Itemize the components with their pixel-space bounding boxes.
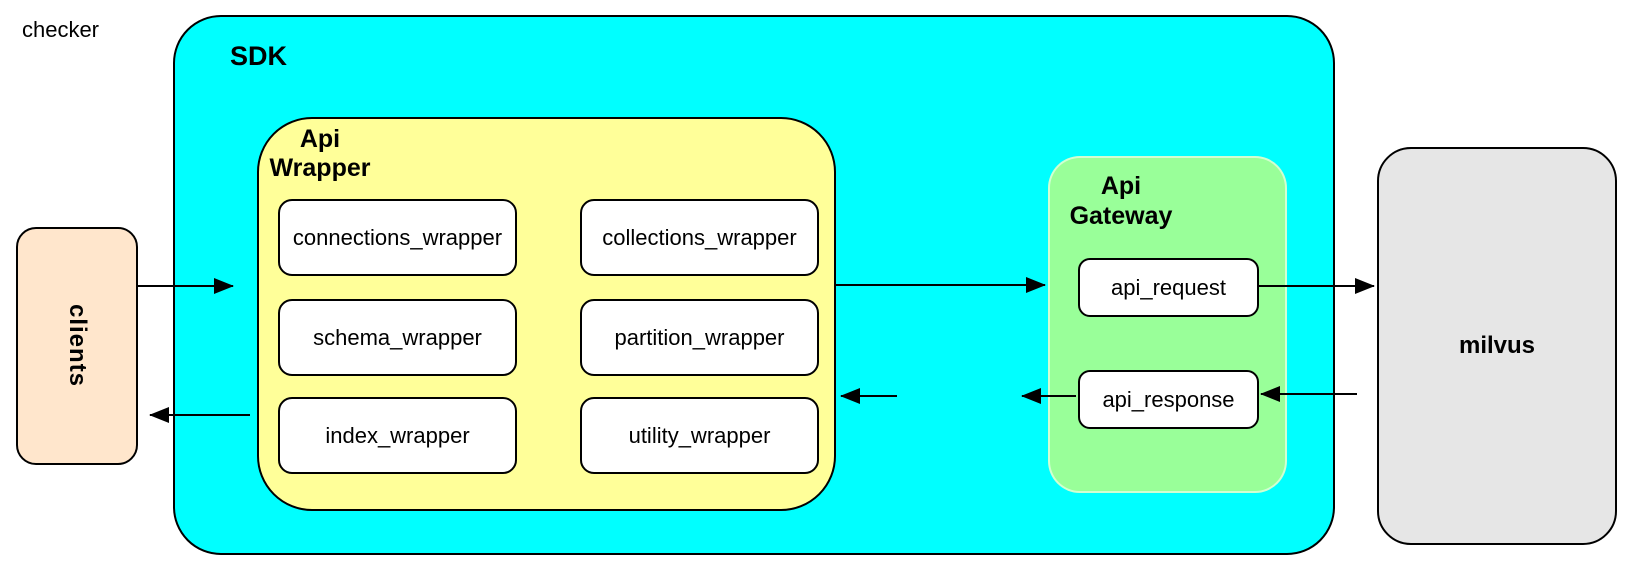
wrapper-box-utility-wrapper: utility_wrapper xyxy=(580,397,819,474)
milvus-label: milvus xyxy=(1458,332,1536,359)
gateway-box-label: api_request xyxy=(1111,274,1226,300)
wrapper-box-label: index_wrapper xyxy=(325,422,470,448)
api-wrapper-label: Api Wrapper xyxy=(269,125,371,182)
gateway-box-label: api_response xyxy=(1102,386,1235,412)
gateway-box-api-request: api_request xyxy=(1078,258,1259,317)
gateway-box-api-response: api_response xyxy=(1078,370,1259,429)
wrapper-box-partition-wrapper: partition_wrapper xyxy=(580,299,819,376)
wrapper-box-label: utility_wrapper xyxy=(628,422,771,448)
wrapper-box-label: partition_wrapper xyxy=(614,324,785,350)
clients-node: clients xyxy=(16,227,138,465)
wrapper-box-label: schema_wrapper xyxy=(313,324,482,350)
wrapper-box-collections-wrapper: collections_wrapper xyxy=(580,199,819,276)
api-gateway-label: Api Gateway xyxy=(1069,172,1173,230)
wrapper-box-label: connections_wrapper xyxy=(292,224,503,250)
wrapper-box-connections-wrapper: connections_wrapper xyxy=(278,199,517,276)
sdk-label: SDK xyxy=(230,41,288,71)
clients-label: clients xyxy=(64,304,91,388)
wrapper-box-schema-wrapper: schema_wrapper xyxy=(278,299,517,376)
wrapper-box-label: collections_wrapper xyxy=(602,224,797,250)
api-wrapper-container: Api Wrapper connections_wrapper collecti… xyxy=(257,117,836,511)
checker-box: checker xyxy=(0,0,121,59)
api-gateway-container: Api Gateway api_request api_response xyxy=(1048,156,1287,493)
wrapper-box-index-wrapper: index_wrapper xyxy=(278,397,517,474)
milvus-node: milvus xyxy=(1377,147,1617,545)
checker-label: checker xyxy=(21,16,100,42)
